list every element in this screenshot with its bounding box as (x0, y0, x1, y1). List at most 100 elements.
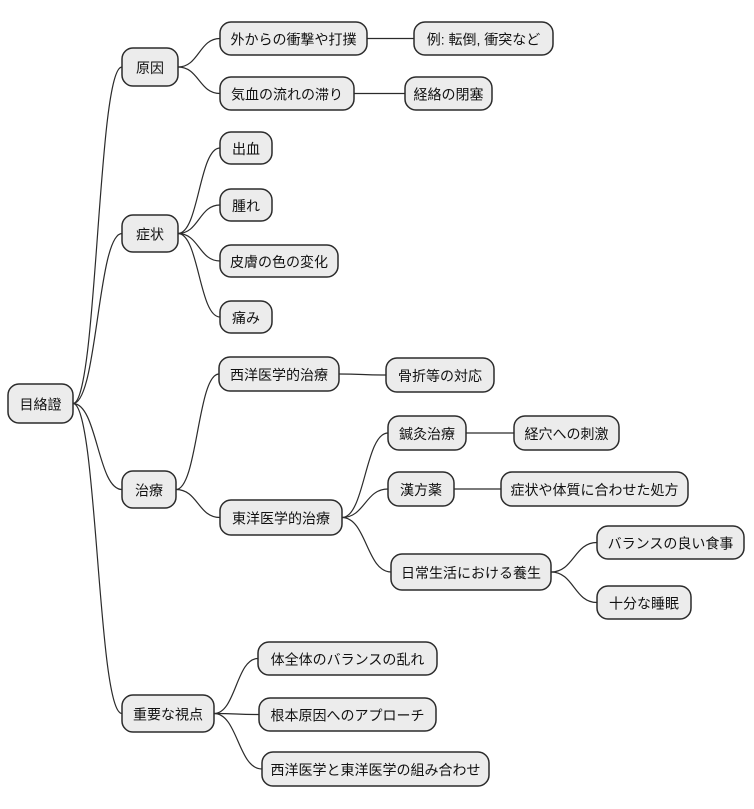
eastern-medical-treatment-box (219, 499, 343, 536)
swelling-box (219, 188, 273, 222)
edge-western-medical-treatment-to-fracture-care (338, 373, 387, 376)
western-medical-treatment-box (218, 356, 340, 392)
mindmap-node-tailored-prescription: 症状や体質に合わせた処方 (500, 471, 689, 507)
edge-key-perspectives-to-root-cause-approach (213, 712, 260, 716)
mindmap-node-causes: 原因 (121, 47, 179, 87)
sufficient-sleep-box (596, 585, 692, 620)
mindmap-node-mokurakusho-root: 目絡證 (7, 383, 74, 424)
swelling-label: 腫れ (232, 198, 260, 214)
mindmap-node-symptoms: 症状 (121, 214, 179, 253)
kampo-medicine-label: 漢方薬 (400, 482, 442, 498)
meridian-blockage-label: 経絡の閉塞 (414, 87, 484, 103)
edge-causes-to-external-impact (177, 37, 221, 68)
key-perspectives-box (121, 694, 215, 733)
mindmap-node-qi-blood-stagnation: 気血の流れの滞り (219, 76, 355, 111)
mindmap-node-meridian-blockage: 経絡の閉塞 (404, 76, 493, 111)
east-west-combination-label: 西洋医学と東洋医学の組み合わせ (271, 762, 481, 778)
edge-symptoms-to-swelling (177, 204, 221, 235)
mindmap-node-sufficient-sleep: 十分な睡眠 (596, 585, 692, 620)
impact-examples-box (413, 21, 554, 56)
external-impact-label: 外からの衝撃や打撲 (231, 32, 357, 48)
mindmap-node-root-cause-approach: 根本原因へのアプローチ (258, 697, 437, 732)
root-cause-approach-box (258, 697, 437, 732)
skin-color-change-box (219, 244, 339, 278)
balanced-diet-label: バランスの良い食事 (608, 536, 734, 552)
treatment-box (121, 470, 177, 509)
edge-mokurakusho-root-to-treatment (72, 402, 123, 491)
edge-eastern-medical-treatment-to-acupuncture-moxibustion (341, 432, 389, 519)
mindmap-node-bleeding: 出血 (219, 131, 273, 165)
edge-symptoms-to-skin-color-change (177, 232, 221, 262)
edge-causes-to-qi-blood-stagnation (177, 66, 221, 95)
fracture-care-box (385, 357, 495, 393)
sufficient-sleep-label: 十分な睡眠 (609, 596, 679, 612)
mindmap-node-treatment: 治療 (121, 470, 177, 509)
causes-label: 原因 (136, 60, 164, 76)
mindmap-node-skin-color-change: 皮膚の色の変化 (219, 244, 339, 278)
tailored-prescription-box (500, 471, 689, 507)
acupoint-stimulation-label: 経穴への刺激 (525, 426, 609, 442)
symptoms-box (121, 214, 179, 253)
edge-symptoms-to-pain (177, 232, 221, 318)
impact-examples-label: 例: 転倒, 衝突など (427, 32, 541, 48)
mokurakusho-root-label: 目絡證 (20, 397, 62, 413)
mindmap-node-key-perspectives: 重要な視点 (121, 694, 215, 733)
mokurakusho-root-box (7, 383, 74, 424)
acupoint-stimulation-box (513, 415, 620, 451)
edge-symptoms-to-bleeding (177, 147, 221, 235)
edge-mokurakusho-root-to-causes (72, 66, 123, 405)
qi-blood-stagnation-label: 気血の流れの滞り (231, 87, 343, 103)
balanced-diet-box (596, 525, 745, 560)
key-perspectives-label: 重要な視点 (133, 707, 203, 723)
mindmap-node-acupuncture-moxibustion: 鍼灸治療 (387, 415, 467, 451)
mindmap-node-western-medical-treatment: 西洋医学的治療 (218, 356, 340, 392)
mindmap-node-east-west-combination: 西洋医学と東洋医学の組み合わせ (261, 751, 490, 787)
bleeding-box (219, 131, 273, 165)
edge-mokurakusho-root-to-key-perspectives (72, 402, 123, 715)
mindmap-node-impact-examples: 例: 転倒, 衝突など (413, 21, 554, 56)
acupuncture-moxibustion-box (387, 415, 467, 451)
mindmap-node-acupoint-stimulation: 経穴への刺激 (513, 415, 620, 451)
mindmap-node-daily-life-care: 日常生活における養生 (390, 553, 552, 591)
western-medical-treatment-label: 西洋医学的治療 (230, 367, 328, 383)
mindmap-node-external-impact: 外からの衝撃や打撲 (219, 21, 368, 56)
treatment-label: 治療 (135, 483, 163, 499)
kampo-medicine-box (387, 471, 455, 507)
mindmap-node-pain: 痛み (219, 300, 273, 334)
qi-blood-stagnation-box (219, 76, 355, 111)
edge-layer (72, 37, 598, 770)
root-cause-approach-label: 根本原因へのアプローチ (271, 708, 425, 724)
eastern-medical-treatment-label: 東洋医学的治療 (232, 511, 330, 527)
mindmap-node-eastern-medical-treatment: 東洋医学的治療 (219, 499, 343, 536)
mindmap-node-swelling: 腫れ (219, 188, 273, 222)
tailored-prescription-label: 症状や体質に合わせた処方 (511, 482, 679, 498)
whole-body-imbalance-label: 体全体のバランスの乱れ (271, 652, 425, 668)
edge-daily-life-care-to-balanced-diet (550, 541, 598, 573)
daily-life-care-box (390, 553, 552, 591)
edge-daily-life-care-to-sufficient-sleep (550, 571, 598, 604)
edge-key-perspectives-to-east-west-combination (213, 712, 263, 770)
external-impact-box (219, 21, 368, 56)
bleeding-label: 出血 (232, 141, 260, 157)
edge-mokurakusho-root-to-symptoms (72, 232, 123, 405)
east-west-combination-box (261, 751, 490, 787)
meridian-blockage-box (404, 76, 493, 111)
mindmap-node-balanced-diet: バランスの良い食事 (596, 525, 745, 560)
causes-box (121, 47, 179, 87)
whole-body-imbalance-box (257, 641, 438, 676)
pain-box (219, 300, 273, 334)
pain-label: 痛み (232, 310, 260, 326)
symptoms-label: 症状 (136, 227, 164, 243)
mindmap-node-fracture-care: 骨折等の対応 (385, 357, 495, 393)
acupuncture-moxibustion-label: 鍼灸治療 (399, 426, 455, 442)
edge-key-perspectives-to-whole-body-imbalance (213, 657, 259, 715)
edge-treatment-to-western-medical-treatment (175, 373, 220, 491)
edge-eastern-medical-treatment-to-kampo-medicine (341, 488, 389, 519)
fracture-care-label: 骨折等の対応 (398, 368, 482, 384)
skin-color-change-label: 皮膚の色の変化 (230, 254, 328, 270)
edge-eastern-medical-treatment-to-daily-life-care (341, 516, 392, 573)
daily-life-care-label: 日常生活における養生 (401, 565, 541, 581)
